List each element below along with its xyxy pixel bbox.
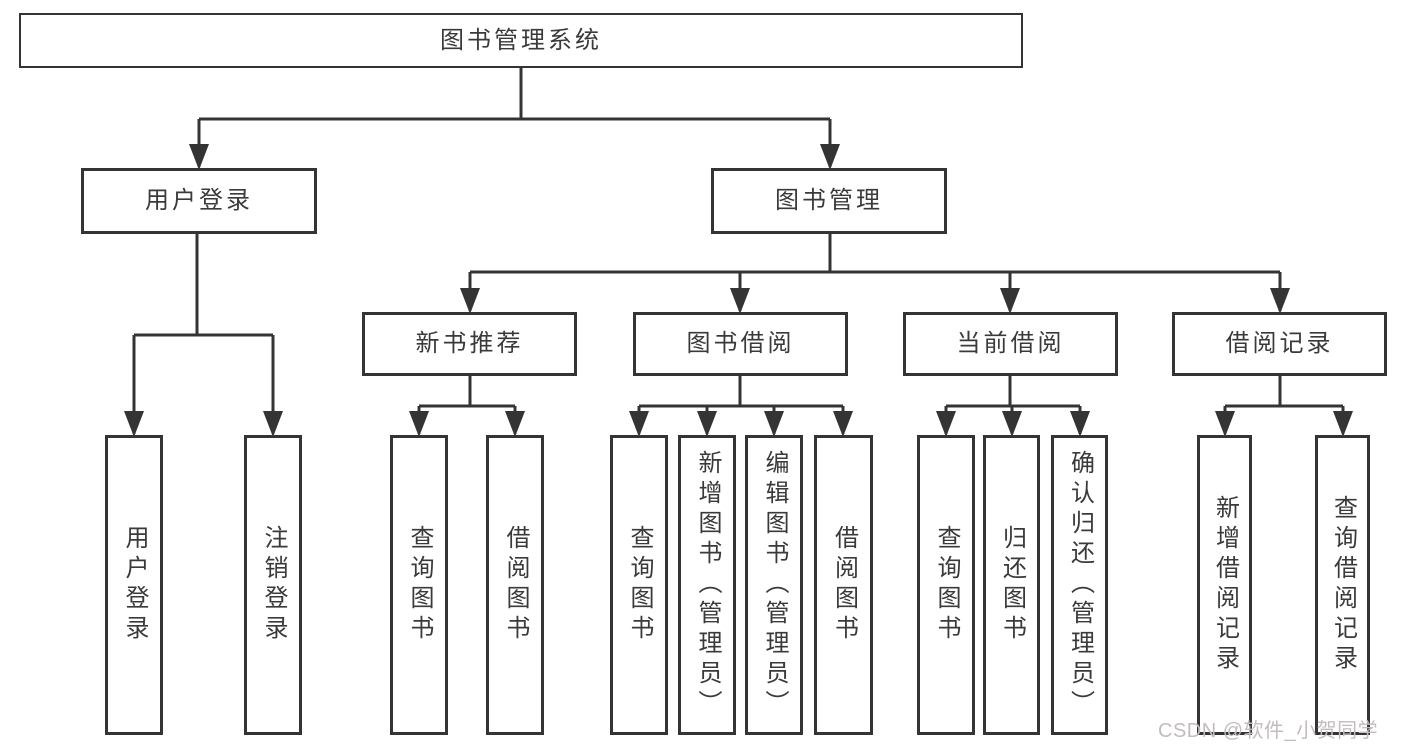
arrow-head — [697, 411, 717, 437]
leaf-borrow-books-recommend: 借阅图书 — [486, 435, 544, 735]
node-label: 编辑图书（管理员） — [761, 450, 788, 720]
node-label: 当前借阅 — [956, 330, 1065, 357]
leaf-add-book-admin: 新增图书（管理员） — [678, 435, 736, 735]
node-book-borrow: 图书借阅 — [633, 312, 848, 376]
leaf-user-login: 用户登录 — [105, 435, 163, 735]
node-label: 归还图书 — [998, 525, 1026, 645]
connector-borrow-records-children — [1223, 375, 1345, 434]
node-label: 查询图书 — [406, 525, 433, 645]
arrow-head — [820, 144, 840, 170]
arrow-head — [189, 144, 209, 170]
leaf-query-borrow-record: 查询借阅记录 — [1315, 435, 1370, 735]
connector-user-login-children — [132, 233, 275, 434]
node-label: 借阅图书 — [502, 525, 529, 645]
arrow-head — [409, 411, 429, 437]
arrow-head — [936, 411, 956, 437]
csdn-watermark: CSDN @软件_小贺同学 — [1158, 720, 1379, 742]
node-label: 确认归还（管理员） — [1066, 450, 1094, 720]
node-label: 查询图书 — [933, 525, 960, 645]
arrow-head — [1215, 411, 1235, 437]
arrow-head — [263, 411, 283, 437]
node-label: 用户登录 — [121, 525, 148, 645]
node-label: 查询借阅记录 — [1329, 495, 1357, 675]
connector-book-borrow-children — [637, 375, 845, 434]
arrow-head — [505, 411, 525, 437]
arrow-head — [730, 288, 750, 314]
leaf-edit-book-admin: 编辑图书（管理员） — [745, 435, 803, 735]
node-user-login: 用户登录 — [81, 168, 317, 234]
leaf-return-book: 归还图书 — [983, 435, 1040, 735]
arrow-head — [629, 411, 649, 437]
node-label: 查询图书 — [626, 525, 653, 645]
arrow-head — [1333, 411, 1353, 437]
leaf-borrow-books: 借阅图书 — [814, 435, 873, 735]
node-label: 用户登录 — [145, 187, 253, 214]
arrow-head — [764, 411, 784, 437]
node-label: 图书管理系统 — [440, 26, 602, 54]
connector-root-to-level2 — [197, 67, 832, 167]
leaf-query-books-recommend: 查询图书 — [390, 435, 448, 735]
node-label: 借阅记录 — [1225, 330, 1334, 357]
node-library-system: 图书管理系统 — [19, 13, 1023, 68]
arrow-head — [833, 411, 853, 437]
node-borrow-records: 借阅记录 — [1172, 312, 1387, 376]
connector-book-management-children — [468, 233, 1282, 311]
leaf-confirm-return-admin: 确认归还（管理员） — [1051, 435, 1108, 735]
leaf-logout: 注销登录 — [244, 435, 302, 735]
arrow-head — [1070, 411, 1090, 437]
node-label: 新书推荐 — [415, 330, 524, 357]
leaf-add-borrow-record: 新增借阅记录 — [1197, 435, 1252, 735]
leaf-query-books-borrow: 查询图书 — [610, 435, 668, 735]
node-label: 图书管理 — [775, 187, 883, 214]
connector-new-book-children — [417, 375, 517, 434]
node-label: 新增图书（管理员） — [694, 450, 721, 720]
node-book-management: 图书管理 — [711, 168, 947, 234]
node-current-borrow: 当前借阅 — [903, 312, 1118, 376]
arrow-head — [124, 411, 144, 437]
arrow-head — [460, 288, 480, 314]
arrow-head — [1000, 288, 1020, 314]
node-label: 图书借阅 — [686, 330, 795, 357]
arrow-head — [1270, 288, 1290, 314]
leaf-query-books-current: 查询图书 — [917, 435, 975, 735]
node-new-book-recommend: 新书推荐 — [362, 312, 577, 376]
node-label: 注销登录 — [260, 525, 287, 645]
node-label: 借阅图书 — [830, 525, 858, 645]
arrow-head — [1002, 411, 1022, 437]
node-label: 新增借阅记录 — [1211, 495, 1239, 675]
